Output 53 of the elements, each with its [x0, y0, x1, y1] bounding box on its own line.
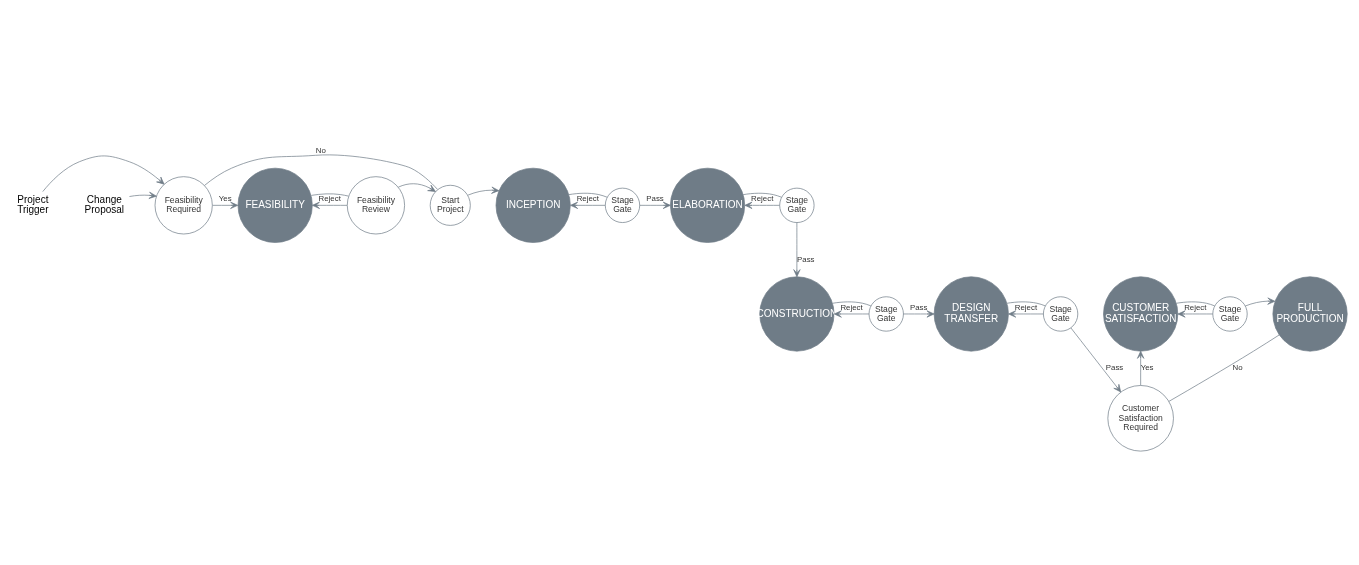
edge-label: Pass	[1105, 363, 1124, 373]
node-circle: ELABORATION	[670, 167, 746, 243]
connector	[1006, 301, 1046, 307]
edge-label: Reject	[751, 193, 774, 203]
edge-label: Reject	[576, 193, 599, 203]
arrow	[397, 183, 436, 192]
arrow	[467, 186, 500, 196]
connector	[832, 301, 872, 307]
arrow	[42, 155, 165, 192]
connector	[568, 192, 608, 198]
node-circle: Stage Gate	[1212, 296, 1248, 332]
edge-label: Pass	[910, 302, 928, 312]
edge-label: Reject	[1014, 302, 1038, 312]
edge-label: Reject	[1184, 302, 1207, 312]
node-circle: FULL PRODUCTION	[1272, 276, 1348, 352]
node-circle: Stage Gate	[868, 296, 904, 332]
arrow	[129, 191, 157, 199]
connector	[310, 193, 349, 197]
arrow	[1008, 310, 1044, 318]
node-circle: Feasibility Review	[346, 176, 405, 235]
arrow	[639, 201, 671, 209]
arrow	[312, 201, 348, 209]
edge-label: Pass	[797, 254, 815, 264]
edge-label: Pass	[646, 193, 664, 203]
edge-label: Yes	[218, 193, 232, 203]
edge-label: No	[315, 146, 326, 156]
edge-label: Reject	[840, 302, 863, 312]
node-circle: Stage Gate	[779, 187, 815, 223]
connector	[204, 154, 438, 190]
node-circle: DESIGN TRANSFER	[933, 276, 1009, 352]
node-circle: FEASIBILITY	[237, 167, 313, 243]
arrow	[570, 201, 606, 209]
arrow	[793, 222, 801, 278]
connector	[1168, 334, 1280, 402]
arrow	[1244, 297, 1276, 307]
arrow	[833, 310, 870, 318]
arrow	[744, 201, 780, 209]
arrow	[1137, 350, 1145, 386]
connector	[1175, 301, 1215, 307]
node-circle: INCEPTION	[495, 167, 571, 243]
node-circle: Stage Gate	[604, 187, 641, 223]
edge-label: Yes	[1140, 363, 1154, 373]
arrow	[903, 310, 935, 318]
edge-label: Reject	[318, 193, 341, 203]
node-circle: Stage Gate	[1043, 296, 1079, 332]
node-circle: CUSTOMER SATISFACTION	[1103, 276, 1179, 352]
arrow	[212, 201, 239, 209]
arrow	[1070, 327, 1122, 393]
edge-label: No	[1232, 363, 1243, 373]
node-text: Change Proposal	[84, 193, 125, 216]
connector	[742, 192, 782, 198]
arrow	[1177, 310, 1214, 318]
node-text: Project Trigger	[17, 193, 49, 216]
